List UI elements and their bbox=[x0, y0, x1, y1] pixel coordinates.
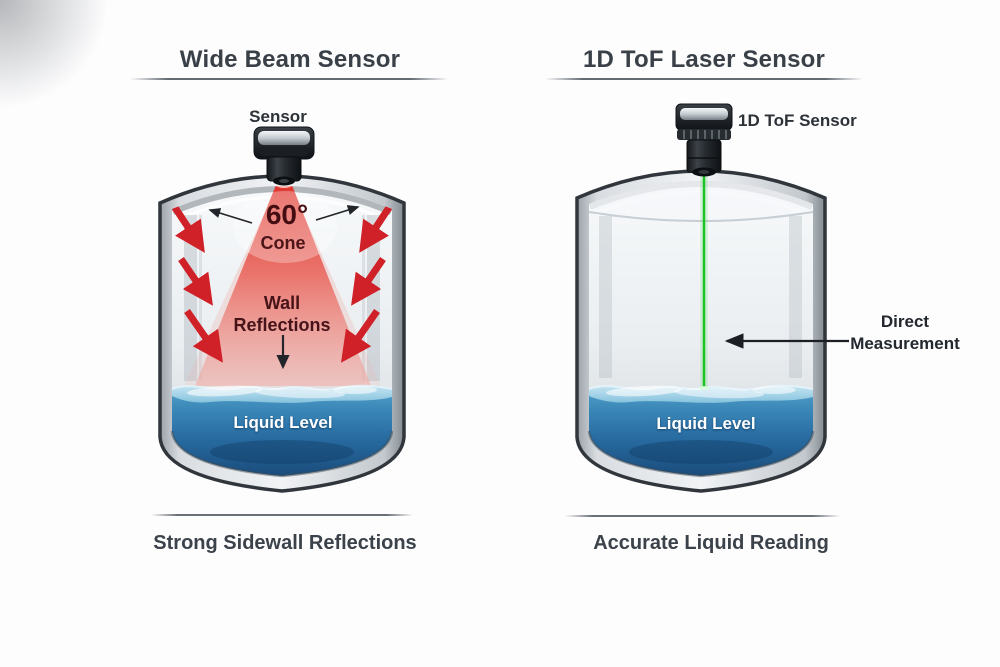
sidewall-reflection-arrows-left bbox=[172, 204, 223, 363]
beam-cone-word: Cone bbox=[260, 233, 306, 253]
tof-sensor-icon bbox=[675, 103, 733, 177]
wall-reflections-line1: Wall bbox=[263, 293, 301, 313]
wide-beam-sensor-icon bbox=[253, 126, 315, 186]
left-tank-liquid bbox=[170, 384, 394, 478]
right-title-underline bbox=[545, 78, 863, 80]
right-panel-title: 1D ToF Laser Sensor bbox=[582, 46, 826, 73]
wall-reflections-line2: Reflections bbox=[233, 315, 331, 335]
left-title-underline bbox=[130, 78, 448, 80]
sensor-label: Sensor bbox=[249, 107, 307, 126]
left-panel-title: Wide Beam Sensor bbox=[179, 46, 401, 73]
sidewall-reflection-arrows-right bbox=[341, 204, 392, 363]
tof-sensor-label: 1D ToF Sensor bbox=[738, 111, 857, 130]
right-caption-rule bbox=[565, 515, 840, 517]
laser-beam bbox=[699, 174, 709, 390]
beam-angle-arrow-right bbox=[315, 205, 360, 221]
right-tank bbox=[575, 103, 849, 493]
left-caption: Strong Sidewall Reflections bbox=[153, 532, 417, 554]
right-caption: Accurate Liquid Reading bbox=[593, 532, 829, 554]
beam-angle-arrow-left bbox=[208, 208, 253, 224]
left-tank bbox=[158, 126, 406, 493]
wall-reflections-label: Wall Reflections bbox=[222, 292, 342, 336]
beam-angle-label: 60° bbox=[265, 199, 309, 230]
direct-measurement-line2: Measurement bbox=[850, 334, 960, 353]
right-liquid-level-label: Liquid Level bbox=[656, 414, 756, 433]
wide-beam-cone bbox=[172, 186, 392, 428]
right-tank-liquid bbox=[587, 384, 815, 478]
left-liquid-level-label: Liquid Level bbox=[233, 413, 333, 432]
direct-measurement-label: Direct Measurement bbox=[845, 311, 965, 355]
left-caption-rule bbox=[151, 514, 413, 516]
direct-measurement-line1: Direct bbox=[880, 312, 930, 331]
